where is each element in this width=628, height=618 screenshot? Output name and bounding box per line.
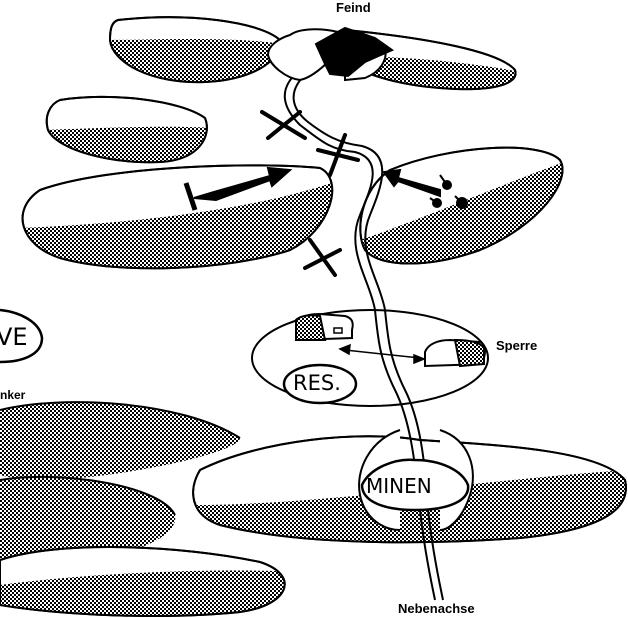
ridge-middle-right bbox=[359, 146, 564, 265]
enemy-position bbox=[266, 26, 395, 82]
attack-arrow-right bbox=[382, 168, 468, 209]
attack-arrow-left bbox=[183, 166, 293, 211]
reserve-symbol bbox=[282, 363, 358, 405]
ve-label-fragment: VE bbox=[0, 323, 28, 351]
ridge-middle-left bbox=[21, 164, 334, 270]
ridge-top-left bbox=[108, 16, 282, 84]
reserve-label: RES. bbox=[293, 371, 341, 395]
enemy-label: Feind bbox=[336, 0, 371, 15]
obstacle-crosses bbox=[260, 110, 360, 277]
mine-gate bbox=[358, 429, 474, 531]
barrier-label: Sperre bbox=[496, 338, 538, 353]
bunker-label-fragment: nker bbox=[0, 388, 26, 402]
ve-symbol-fragment bbox=[0, 308, 44, 364]
bunker-right bbox=[424, 338, 486, 368]
link-arrow bbox=[338, 343, 427, 365]
ridge-lower-left-1 bbox=[0, 401, 241, 480]
mines-label: MINEN bbox=[366, 474, 432, 498]
secondary-axis-label: Nebenachse bbox=[398, 601, 475, 616]
bunker-left bbox=[295, 312, 354, 342]
ridge-lower-left-3 bbox=[0, 546, 286, 617]
ridge-upper-left bbox=[45, 95, 208, 164]
